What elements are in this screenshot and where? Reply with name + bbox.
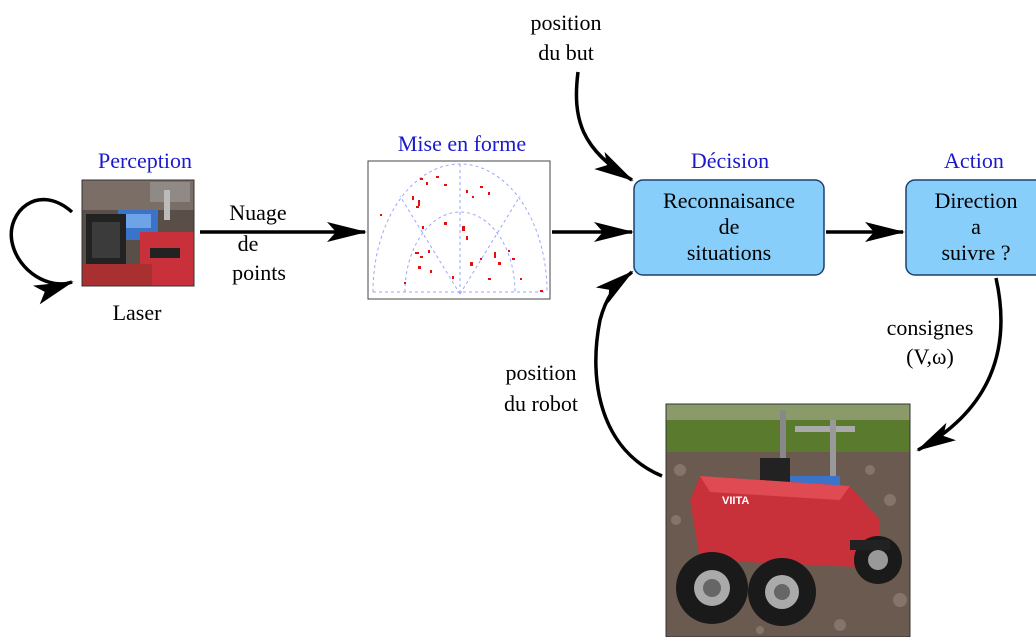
perception-heading: Perception (98, 148, 192, 173)
nuage-label-line2: de (238, 231, 259, 256)
consignes-label-line1: consignes (887, 315, 974, 340)
action-box (905, 179, 1036, 276)
decision-box-line3: situations (687, 240, 771, 265)
laser-scan-image (367, 160, 551, 300)
robot-to-decision-arrow (594, 270, 663, 478)
laser-self-loop-arrow (9, 197, 74, 305)
decision-box-line1: Reconnaisance (663, 188, 795, 213)
decision-heading: Décision (691, 148, 769, 173)
goal-label-line2: du but (538, 40, 594, 65)
action-to-robot-arrow (916, 277, 1003, 452)
decision-box-line2: de (719, 214, 740, 239)
consignes-label-line2: (V,ω) (906, 344, 954, 369)
robot-body-logo: VIITA (722, 495, 749, 507)
goal-to-decision-arrow (574, 71, 634, 182)
action-box-line3: suivre ? (941, 240, 1010, 265)
mise-en-forme-heading: Mise en forme (398, 131, 526, 156)
action-heading: Action (944, 148, 1004, 173)
goal-label-line1: position (531, 10, 602, 35)
laser-label: Laser (113, 300, 163, 325)
action-box-line2: a (971, 214, 981, 239)
nuage-label-line1: Nuage (229, 200, 286, 225)
rover-robot-photo: VIITA (666, 404, 910, 637)
robot-pos-label-line1: position (506, 360, 577, 385)
nuage-label-line3: points (232, 260, 286, 285)
robot-photo-frame (665, 403, 911, 637)
decision-box (633, 179, 825, 276)
laser-photo-frame (81, 179, 195, 287)
action-box-line1: Direction (934, 188, 1017, 213)
robot-pos-label-line2: du robot (504, 391, 578, 416)
laser-sensor-photo (82, 180, 194, 286)
